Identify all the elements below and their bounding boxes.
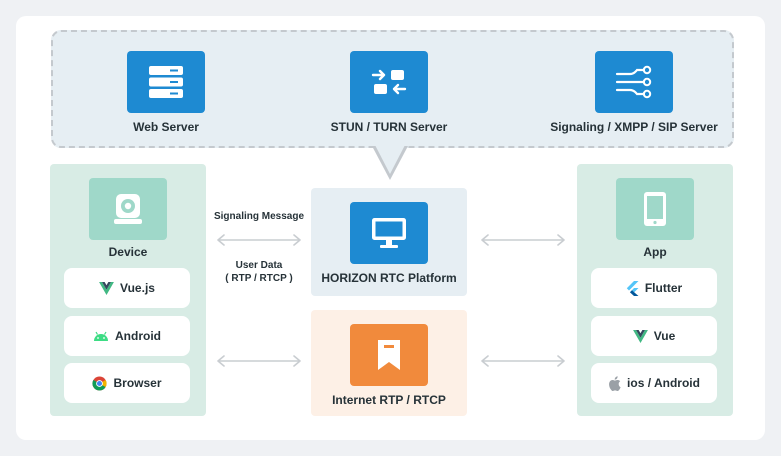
swap-arrows-icon: [371, 69, 407, 95]
app-item-label: Vue: [653, 329, 676, 343]
device-item-label: Vue.js: [120, 281, 155, 295]
server-rack-icon: [149, 66, 183, 98]
device-item-label: Browser: [113, 376, 162, 390]
internet-label: Internet RTP / RTCP: [332, 393, 446, 407]
bookmark-icon: [378, 340, 400, 370]
platform-label: HORIZON RTC Platform: [321, 271, 457, 285]
device-label: Device: [108, 245, 148, 259]
android-logo-icon: [94, 331, 108, 341]
internet-app-arrow: [481, 355, 565, 367]
user-data-protocol-label: ( RTP / RTCP ): [225, 273, 293, 284]
web-server-tile: [127, 51, 205, 113]
device-item-label: Android: [115, 329, 161, 343]
vue-logo-icon: [99, 281, 114, 295]
stun-turn-tile: [350, 51, 428, 113]
stun-turn-label: STUN / TURN Server: [330, 120, 448, 134]
device-internet-arrow: [217, 355, 301, 367]
vue-logo-icon: [632, 329, 648, 343]
device-platform-arrow: [217, 234, 301, 246]
app-item-vue: Vue: [591, 316, 717, 356]
chrome-logo-icon: [92, 375, 108, 391]
device-item-vuejs: Vue.js: [64, 268, 190, 308]
signaling-server-tile: [595, 51, 673, 113]
app-item-flutter: Flutter: [591, 268, 717, 308]
web-server-label: Web Server: [133, 120, 199, 134]
apple-logo-icon: [609, 375, 621, 391]
server-group-pointer: [375, 145, 405, 174]
device-item-browser: Browser: [64, 363, 190, 403]
internet-tile: [350, 324, 428, 386]
app-tile: [616, 178, 694, 240]
network-nodes-icon: [615, 65, 652, 99]
platform-app-arrow: [481, 234, 565, 246]
app-item-ios-android: ios / Android: [591, 363, 717, 403]
app-item-label: Flutter: [644, 281, 683, 295]
camera-device-icon: [114, 194, 142, 224]
app-item-label: ios / Android: [627, 376, 700, 390]
platform-tile: [350, 202, 428, 264]
device-tile: [89, 178, 167, 240]
app-label: App: [643, 245, 667, 259]
mobile-phone-icon: [644, 192, 666, 226]
user-data-label: User Data: [235, 260, 283, 271]
signaling-server-label: Signaling / XMPP / SIP Server: [550, 120, 718, 134]
signaling-message-label: Signaling Message: [213, 211, 305, 222]
device-item-android: Android: [64, 316, 190, 356]
flutter-logo-icon: [626, 280, 639, 296]
monitor-icon: [372, 218, 406, 248]
